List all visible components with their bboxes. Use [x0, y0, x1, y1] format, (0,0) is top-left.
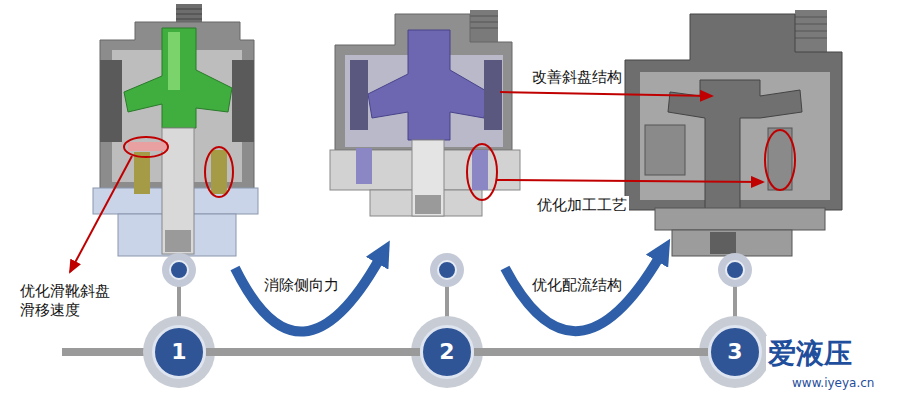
leader-arrow — [70, 156, 132, 272]
step-label: 优化配流结构 — [530, 276, 624, 295]
timeline-dot — [438, 261, 456, 279]
callout-text: 优化滑靴斜盘 滑移速度 — [18, 282, 117, 320]
step-halo — [411, 316, 483, 388]
timeline-dot — [170, 261, 188, 279]
step-number: 2 — [439, 340, 454, 364]
leader-arrow — [497, 180, 763, 182]
dot-halo — [718, 253, 752, 287]
step-circle: 3 — [708, 325, 762, 379]
curved-arrow — [235, 258, 380, 332]
curved-arrow — [505, 256, 660, 331]
pump-section-1 — [93, 4, 258, 256]
step-label: 消除侧向力 — [262, 276, 341, 295]
step-number: 3 — [727, 340, 742, 364]
step-number: 1 — [171, 340, 186, 364]
pump-section-3 — [625, 10, 842, 256]
watermark-url: www.iyeya.cn — [790, 376, 876, 391]
timeline-bar — [206, 348, 420, 356]
watermark: 爱液压 — [766, 336, 854, 371]
dot-halo — [162, 253, 196, 287]
timeline-bar — [474, 348, 708, 356]
step-halo — [699, 316, 771, 388]
dot-halo — [430, 253, 464, 287]
pump-section-2 — [330, 10, 520, 216]
callout-text: 改善斜盘结构 — [530, 68, 624, 87]
timeline-bar — [62, 348, 152, 356]
step-circle: 2 — [420, 325, 474, 379]
callout-text: 优化加工工艺 — [535, 196, 629, 215]
step-halo — [143, 316, 215, 388]
leader-arrow — [500, 92, 712, 96]
step-circle: 1 — [152, 325, 206, 379]
timeline-dot — [726, 261, 744, 279]
